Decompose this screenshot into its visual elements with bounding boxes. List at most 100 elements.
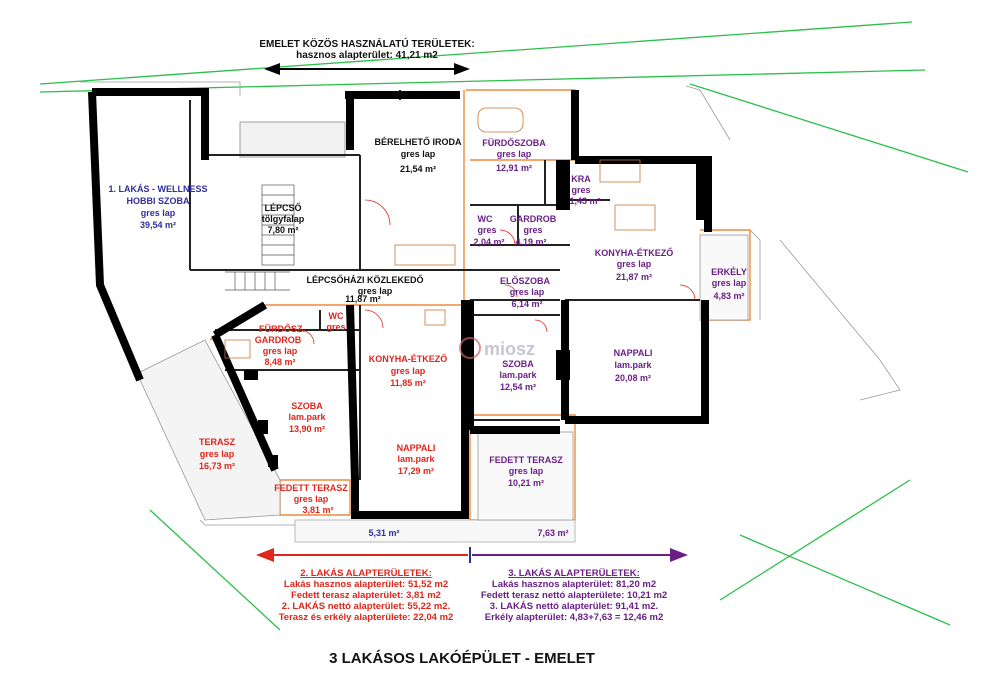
room-lakas1: 1. LAKÁS - WELLNESS HOBBI SZOBA gres lap… [108,184,207,230]
room-floor: gres [523,225,542,235]
fixtures [224,107,656,359]
room-name: WC [478,214,493,224]
room-floor: tölgyfalap [262,214,305,224]
room-l3-szoba: SZOBA lam.park 12,54 m² [499,359,537,392]
staircase [225,184,295,291]
room-area: 6,14 m² [511,299,542,309]
legend-line: Fedett terasz nettó alapterülete: 10,21 … [481,590,667,601]
room-l2-fedett: FEDETT TERASZ gres lap 3,81 m² [274,483,348,515]
room-name: GARDROB [255,335,302,345]
room-iroda: BÉRELHETŐ IRODA gres lap 21,54 m² [374,136,462,174]
terrace-right [477,431,574,521]
room-l3-erkely: ERKÉLY gres lap 4,83 m² [711,267,747,301]
room-name: BÉRELHETŐ IRODA [374,136,462,147]
strip-area-right: 7,63 m² [537,528,568,538]
room-l2-konyha: KONYHA-ÉTKEZŐ gres lap 11,85 m² [369,353,448,388]
room-l2-furdo: FÜRDŐSZ. GARDROB gres lap 8,48 m² [255,323,305,367]
room-area: 39,54 m² [140,220,176,230]
room-area: 21,87 m² [616,272,652,282]
room-floor: lam.park [397,454,435,464]
room-l3-gardrob: GARDROB gres 4,19 m² [510,214,557,247]
room-area: 11,87 m² [345,294,381,304]
strip-area-left: 5,31 m² [368,528,399,538]
room-name: LÉPCSŐ [264,202,301,213]
room-area: 8,48 m² [264,357,295,367]
room-area: 4,83 m² [713,291,744,301]
room-floor: gres lap [141,208,176,218]
room-name: KONYHA-ÉTKEZŐ [595,247,674,258]
room-name: GARDROB [510,214,557,224]
room-area: 20,08 m² [615,373,651,383]
room-area: 12,54 m² [500,382,536,392]
legend-line: Terasz és erkély alapterülete: 22,04 m2 [279,612,454,623]
room-floor: gres lap [294,494,329,504]
legend-apartment-2: 2. LAKÁS ALAPTERÜLETEK: Lakás hasznos al… [279,568,454,623]
deck-strip [294,519,576,543]
room-name: WC [329,311,344,321]
room-l3-terasz: FEDETT TERASZ gres lap 10,21 m² [489,455,563,488]
room-area: 11,85 m² [390,378,426,388]
room-name: KRA [571,174,591,184]
room-name: NAPPALI [614,348,653,358]
legend-line: Erkély alapterület: 4,83+7,63 = 12,46 m2 [485,612,664,623]
room-l2-wc: WC gres [326,311,345,332]
room-area: 13,90 m² [289,424,325,434]
legend-line: 2. LAKÁS nettó alapterület: 55,22 m2. [282,601,450,612]
room-area: 12,91 m² [496,163,532,173]
room-name: ELŐSZOBA [500,275,551,286]
legend-apartment-3: 3. LAKÁS ALAPTERÜLETEK: Lakás hasznos al… [481,568,667,623]
legend-title: 3. LAKÁS ALAPTERÜLETEK: [508,568,640,579]
room-floor: gres lap [401,149,436,159]
room-floor: gres lap [510,287,545,297]
watermark-text: miosz [484,339,535,359]
room-name: NAPPALI [397,443,436,453]
room-l3-eloszoba: ELŐSZOBA gres lap 6,14 m² [500,275,551,309]
room-floor: gres lap [358,286,393,296]
room-name: 1. LAKÁS - WELLNESS [108,184,207,194]
legend-line: 3. LAKÁS nettó alapterület: 91,41 m2. [490,601,658,612]
room-floor: gres lap [391,366,426,376]
room-floor: gres lap [200,449,235,459]
room-l3-furdo: FÜRDŐSZOBA gres lap 12,91 m² [482,137,546,173]
room-name: FEDETT TERASZ [489,455,563,465]
room-l2-terasz: TERASZ gres lap 16,73 m² [199,437,236,471]
room-name: FEDETT TERASZ [274,483,348,493]
legend-title: 2. LAKÁS ALAPTERÜLETEK: [300,568,432,579]
room-l3-konyha: KONYHA-ÉTKEZŐ gres lap 21,87 m² [595,247,674,282]
room-floor: lam.park [288,412,326,422]
interior-walls [189,90,700,480]
legend-line: Lakás hasznos alapterület: 51,52 m2 [284,579,448,590]
room-area: 1,43 m² [569,196,600,206]
room-name: HOBBI SZOBA [127,196,191,206]
room-l2-nappali: NAPPALI lam.park 17,29 m² [397,443,436,476]
wall-segments [244,160,710,467]
room-name: KONYHA-ÉTKEZŐ [369,353,448,364]
room-kozlekedo: LÉPCSŐHÁZI KÖZLEKEDŐ gres lap 11,87 m² [306,274,423,304]
room-name: FÜRDŐSZOBA [482,137,546,148]
room-area: 21,54 m² [400,164,436,174]
room-floor: gres lap [712,278,747,288]
room-lepcso: LÉPCSŐ tölgyfalap 7,80 m² [262,202,305,235]
room-floor: lam.park [499,370,537,380]
room-area: 10,21 m² [508,478,544,488]
room-area: 2,04 m² [473,237,504,247]
room-floor: gres lap [509,466,544,476]
common-title: EMELET KÖZÖS HASZNÁLATÚ TERÜLETEK: [259,37,474,50]
room-l3-kra: KRA gres 1,43 m² [569,174,600,206]
room-l3-nappali: NAPPALI lam.park 20,08 m² [614,348,653,383]
room-floor: gres lap [617,259,652,269]
room-name: SZOBA [291,401,323,411]
room-area: 3,81 m² [302,505,333,515]
room-floor: gres [571,185,590,195]
room-floor: gres [477,225,496,235]
room-floor: lam.park [614,360,652,370]
room-name: LÉPCSŐHÁZI KÖZLEKEDŐ [306,274,423,285]
room-l2-szoba: SZOBA lam.park 13,90 m² [288,401,326,434]
legend-line: Fedett terasz alapterület: 3,81 m2 [291,590,441,601]
room-name: TERASZ [199,437,236,447]
footer-title: 3 LAKÁSOS LAKÓÉPÜLET - EMELET [329,649,595,667]
room-floor: gres lap [497,149,532,159]
watermark: miosz [459,337,535,359]
room-l3-wc: WC gres 2,04 m² [473,214,504,247]
